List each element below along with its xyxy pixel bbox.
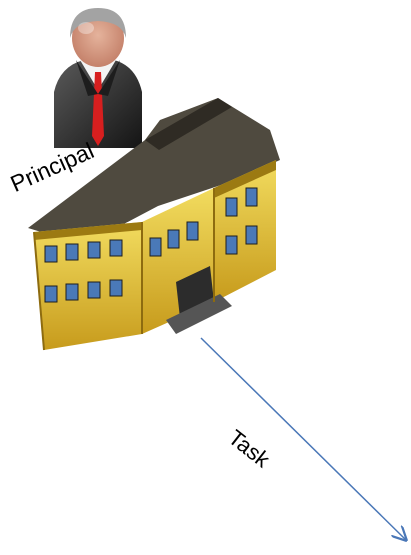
principal-person-icon bbox=[54, 8, 142, 148]
